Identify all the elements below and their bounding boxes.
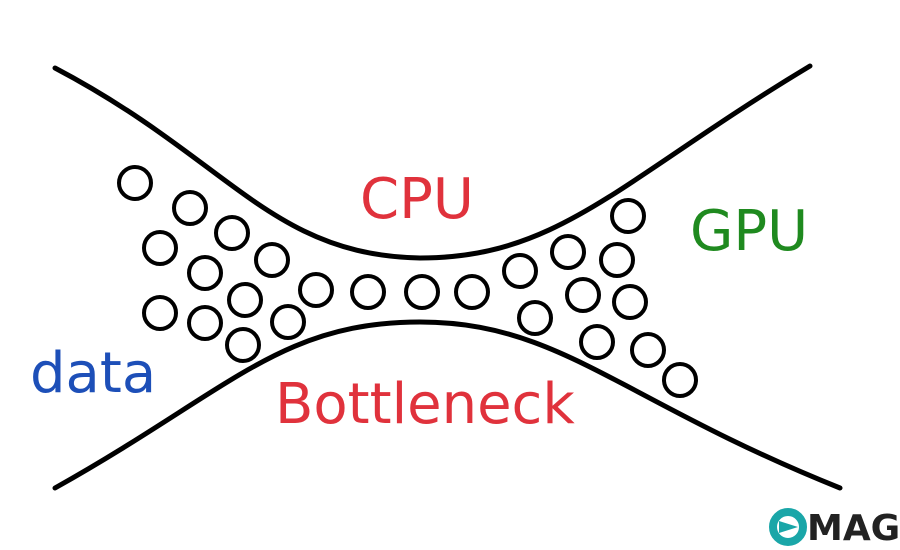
data-particle <box>270 304 306 340</box>
cmag-logo: MAG <box>769 508 900 549</box>
data-particle <box>517 300 553 336</box>
data-particle <box>502 253 538 289</box>
bottleneck-label: Bottleneck <box>275 372 575 437</box>
data-particle <box>142 295 178 331</box>
gpu-label: GPU <box>690 199 808 264</box>
logo-ring-icon <box>769 508 807 546</box>
logo-text: MAG <box>807 508 900 549</box>
data-particle <box>599 242 635 278</box>
data-particle <box>187 255 223 291</box>
data-particle <box>214 215 250 251</box>
data-particle <box>662 362 698 398</box>
data-particle <box>225 327 261 363</box>
upper-boundary-curve <box>52 63 813 261</box>
data-particle <box>565 277 601 313</box>
data-particle <box>187 305 223 341</box>
data-particle <box>579 324 615 360</box>
data-label: data <box>30 341 156 406</box>
data-particle <box>612 284 648 320</box>
data-particle <box>454 274 490 310</box>
data-particle <box>227 282 263 318</box>
lower-boundary-curve <box>52 319 843 491</box>
data-particle <box>142 230 178 266</box>
logo-arrow-icon <box>779 521 798 533</box>
data-particles <box>117 165 698 398</box>
data-particle <box>117 165 153 201</box>
data-particle <box>298 272 334 308</box>
cpu-label: CPU <box>360 167 474 232</box>
data-particle <box>630 332 666 368</box>
data-particle <box>254 242 290 278</box>
data-particle <box>404 274 440 310</box>
data-particle <box>550 234 586 270</box>
data-particle <box>610 198 646 234</box>
data-particle <box>172 190 208 226</box>
data-particle <box>350 274 386 310</box>
